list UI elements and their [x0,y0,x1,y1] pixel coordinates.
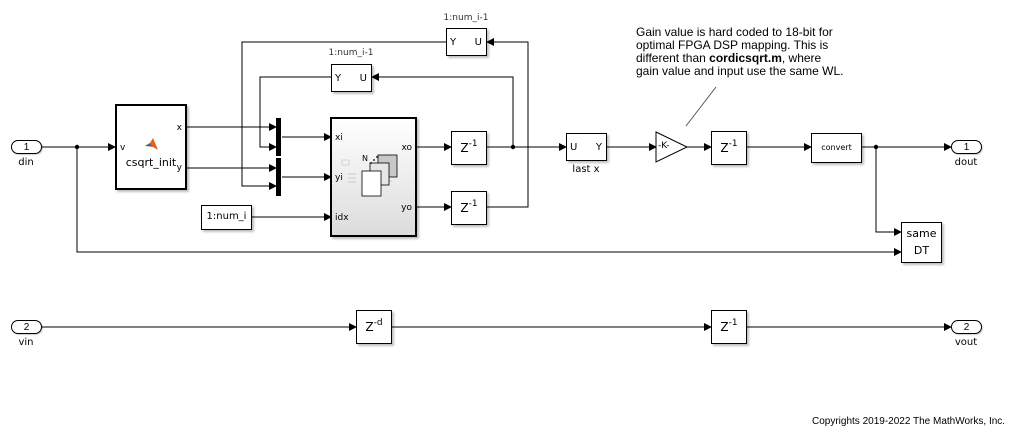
delay-vin-label: Z-d [365,318,383,334]
line-feedback-yo [486,38,529,208]
delay-xo-block[interactable]: Z-1 [451,131,487,165]
delay-gain-block[interactable]: Z-1 [711,131,747,165]
outport-vout[interactable]: 2 [951,320,982,334]
line-seltop-to-mux2 [241,41,446,190]
selector-mid-param: 1:num_i-1 [328,48,374,58]
line-din-to-samedt [76,147,902,256]
copyright-text: Copyrights 2019-2022 The MathWorks, Inc. [812,416,1006,427]
subsystem-port-yo: yo [401,203,412,213]
line-feedback-xo [371,73,514,147]
delay-yo-label: Z-1 [460,199,478,215]
branch-point [873,144,879,150]
delay-xo-label: Z-1 [460,139,478,155]
convert-label: convert [821,143,852,152]
branch-point [74,144,80,150]
annotation-file-name: cordicsqrt.m [709,51,782,65]
subsystem-port-idx: idx [335,213,349,223]
matlab-function-icon [145,138,158,150]
outport-dout[interactable]: 1 [951,140,982,154]
inport-vin[interactable]: 2 [11,320,42,334]
for-each-subsystem-icon: N [341,154,398,197]
selector-top-param: 1:num_i-1 [443,13,489,23]
selector-top-port-y: Y [450,37,457,48]
inport-din[interactable]: 1 [11,140,42,154]
constant-idx-label: 1:num_i [206,211,247,222]
gain-label: -K- [658,141,670,151]
annotation-line-2: optimal FPGA DSP mapping. This is [636,38,829,52]
gain-block-shape[interactable] [655,131,689,163]
outport-dout-label: dout [954,157,978,168]
delay-yo-block[interactable]: Z-1 [451,191,487,225]
subsystem-port-yi: yi [335,173,343,183]
annotation-line-3: different than cordicsqrt.m, where [636,51,822,65]
annotation-line-4: gain value and input use the same WL. [636,64,844,78]
same-dt-line2: DT [913,244,930,257]
selector-last-port-u: U [570,142,578,153]
mux-y[interactable] [276,158,281,196]
selector-mid-port-u: U [359,73,367,84]
selector-last-x-label: last x [572,164,600,175]
mux-x[interactable] [276,118,281,156]
csqrt-init-port-x: x [176,123,182,133]
csqrt-init-port-y: y [176,163,182,173]
line-selmid-to-mux1 [259,76,332,151]
delay-gain-label: Z-1 [720,139,738,155]
constant-idx-block[interactable]: 1:num_i [201,205,252,230]
line-convert-to-samedt [875,147,902,236]
subsystem-port-xo: xo [401,143,412,153]
csqrt-init-port-v: v [120,143,126,153]
inport-vin-label: vin [18,337,34,348]
same-dt-line1: same [906,227,937,240]
delay-vin-block[interactable]: Z-d [356,310,392,344]
convert-block[interactable]: convert [811,133,862,163]
for-each-n-label: N [362,154,368,163]
for-each-subsystem[interactable]: xi yi idx xo yo N [330,117,417,237]
subsystem-port-xi: xi [335,133,343,143]
selector-mid-port-y: Y [335,73,342,84]
selector-last-port-y: Y [595,142,602,153]
annotation-line-1: Gain value is hard coded to 18-bit for [636,25,833,39]
annotation-connector [685,86,717,127]
csqrt-init-label: csqrt_init [125,156,177,169]
gain-annotation[interactable]: Gain value is hard coded to 18-bit for o… [636,26,843,78]
selector-last-x-block[interactable]: U Y [566,133,607,161]
branch-point [510,144,516,150]
csqrt-init-block[interactable]: v x y csqrt_init [115,104,187,190]
delay-vout-label: Z-1 [720,318,738,334]
delay-vout-block[interactable]: Z-1 [711,310,747,344]
same-dt-block[interactable]: same DT [901,222,942,263]
selector-mid-block[interactable]: Y U [331,64,372,92]
selector-top-port-u: U [474,37,482,48]
outport-vout-label: vout [954,337,978,348]
inport-din-label: din [18,157,34,168]
selector-top-block[interactable]: Y U [446,28,487,56]
